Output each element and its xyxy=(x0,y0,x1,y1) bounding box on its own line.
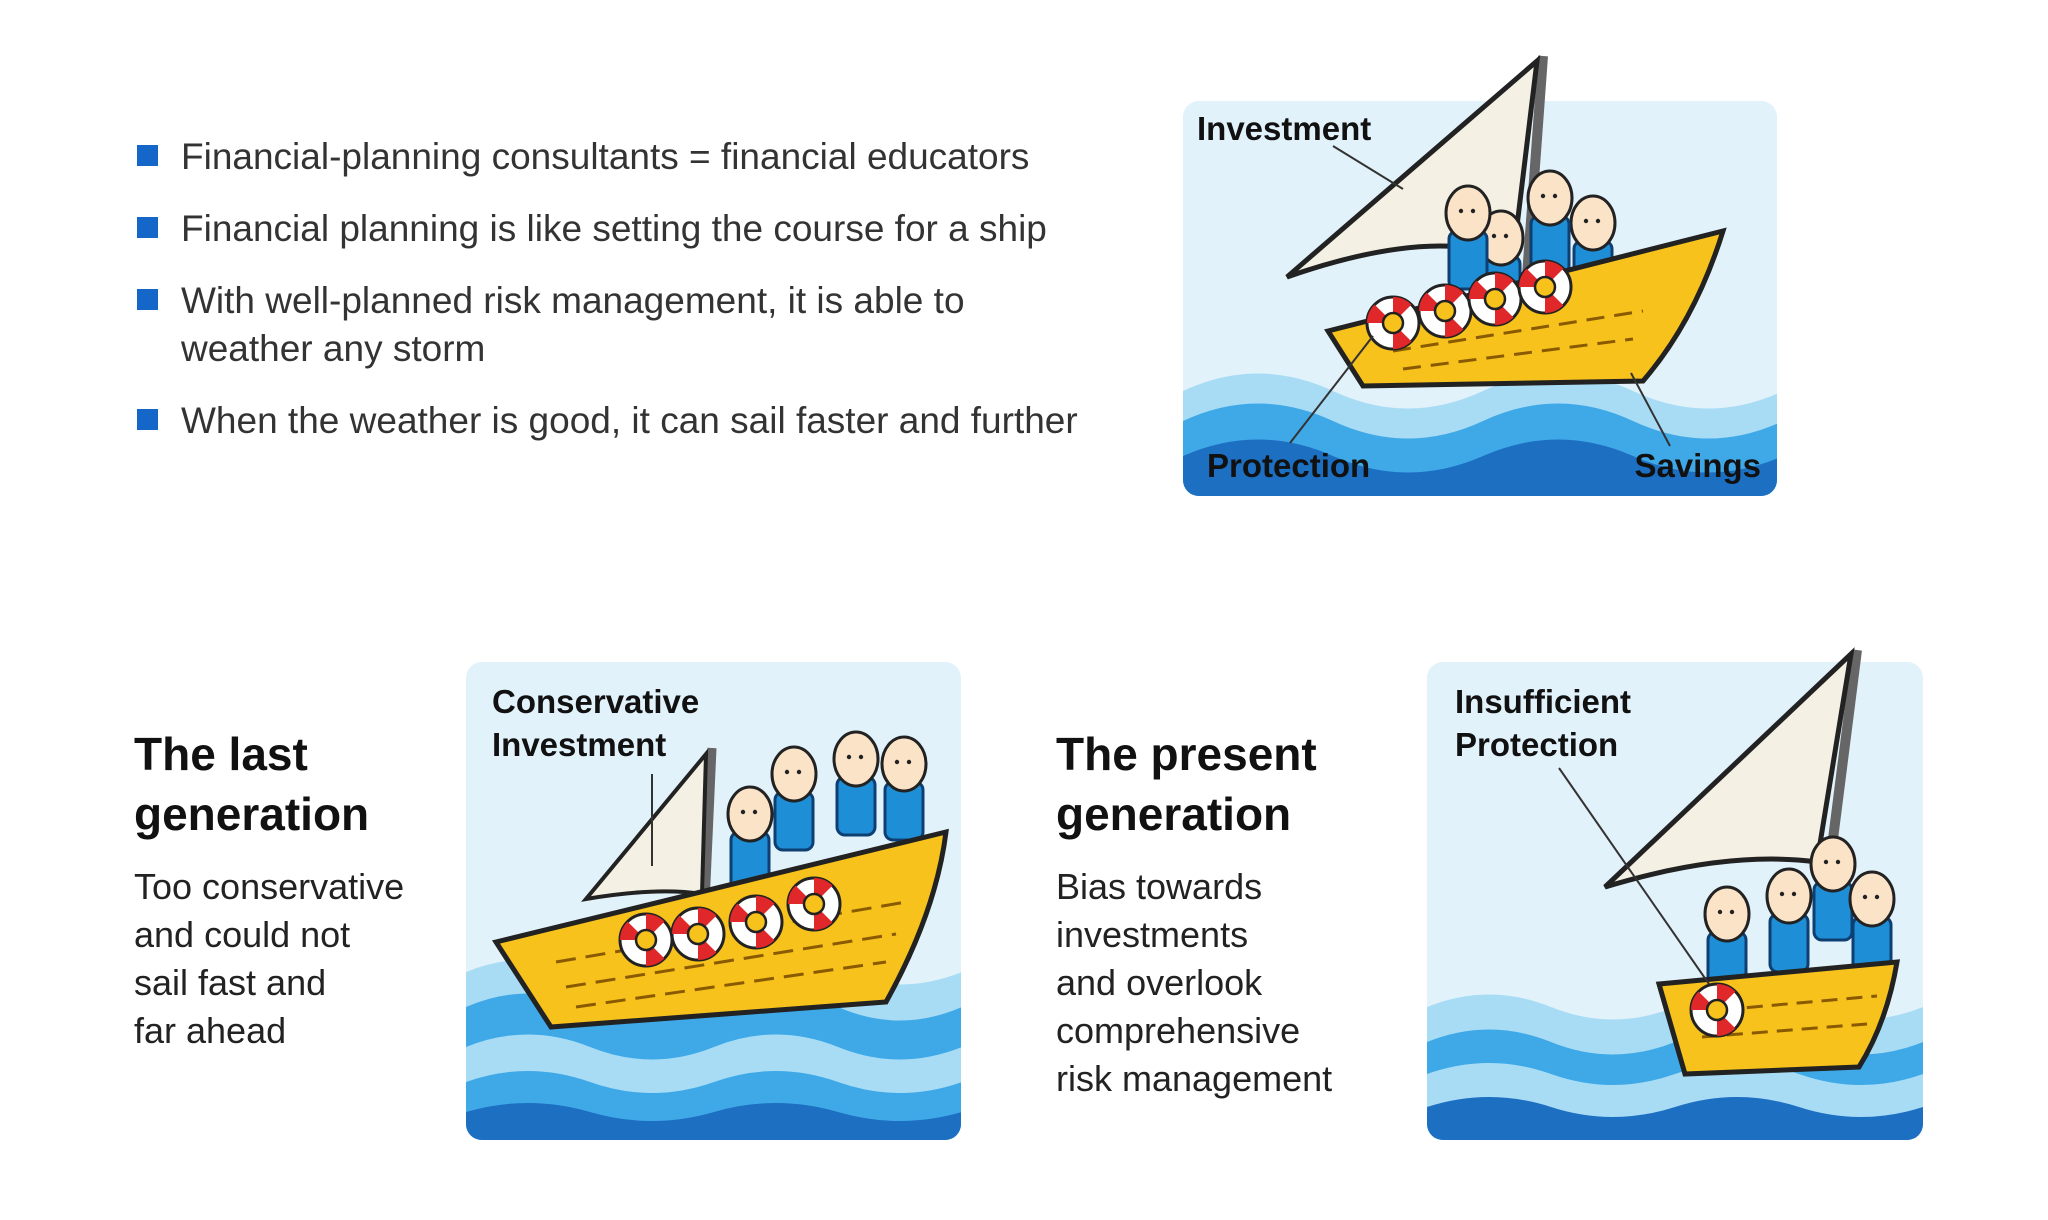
bullet-item: With well-planned risk management, it is… xyxy=(135,277,1081,373)
savings-label: Savings xyxy=(1634,447,1761,484)
bullet-item: Financial planning is like setting the c… xyxy=(135,205,1185,253)
bullet-text: When the weather is good, it can sail fa… xyxy=(181,400,1078,441)
sailboat-illustration xyxy=(491,730,949,1030)
heading-line: generation xyxy=(1056,788,1292,840)
label-line: Protection xyxy=(1455,726,1619,763)
conservative-investment-label: Conservative Investment xyxy=(492,680,699,766)
desc-line: Bias towards xyxy=(1056,866,1263,907)
bullet-square-icon xyxy=(137,217,158,238)
label-line: Conservative xyxy=(492,683,700,720)
protection-label: Protection xyxy=(1207,447,1371,484)
last-generation-description: Too conservative and could not sail fast… xyxy=(134,863,404,1055)
label-line: Insufficient xyxy=(1455,683,1632,720)
label-line: Investment xyxy=(492,726,667,763)
present-generation-illustration: Insufficient Protection xyxy=(1427,647,1923,1140)
bullet-square-icon xyxy=(137,409,158,430)
last-generation-illustration: Conservative Investment xyxy=(466,662,961,1140)
bullet-text: Financial-planning consultants = financi… xyxy=(181,136,1030,177)
bullet-item: Financial-planning consultants = financi… xyxy=(135,133,1185,181)
bullet-square-icon xyxy=(137,289,158,310)
desc-line: risk management xyxy=(1056,1058,1333,1099)
investment-label: Investment xyxy=(1197,110,1372,147)
investment-pointer-line xyxy=(1332,145,1404,190)
heading-line: generation xyxy=(134,788,370,840)
present-generation-heading: The present generation xyxy=(1056,724,1317,844)
insufficient-protection-pointer-line xyxy=(1558,767,1710,985)
bullet-item: When the weather is good, it can sail fa… xyxy=(135,397,1185,445)
present-generation-description: Bias towards investments and overlook co… xyxy=(1056,863,1332,1103)
last-generation-heading: The last generation xyxy=(134,724,369,844)
sailboat-illustration xyxy=(1558,647,1900,1077)
desc-line: Too conservative xyxy=(134,866,405,907)
bullet-square-icon xyxy=(137,145,158,166)
insufficient-protection-label: Insufficient Protection xyxy=(1455,680,1631,766)
desc-line: far ahead xyxy=(134,1010,287,1051)
desc-line: comprehensive xyxy=(1056,1010,1301,1051)
heading-line: The last xyxy=(134,728,308,780)
desc-line: and overlook xyxy=(1056,962,1263,1003)
desc-line: investments xyxy=(1056,914,1249,955)
heading-line: The present xyxy=(1056,728,1317,780)
desc-line: and could not xyxy=(134,914,351,955)
bullet-list: Financial-planning consultants = financi… xyxy=(135,133,1185,469)
savings-pointer-line xyxy=(1630,372,1671,447)
waves-illustration xyxy=(1183,373,1777,496)
desc-line: sail fast and xyxy=(134,962,327,1003)
bullet-text: Financial planning is like setting the c… xyxy=(181,208,1047,249)
sailboat-illustration xyxy=(1285,54,1727,447)
bullet-text: With well-planned risk management, it is… xyxy=(181,280,965,369)
top-boat-illustration: Investment Protection Savings xyxy=(1183,54,1777,496)
protection-pointer-line xyxy=(1289,335,1374,444)
